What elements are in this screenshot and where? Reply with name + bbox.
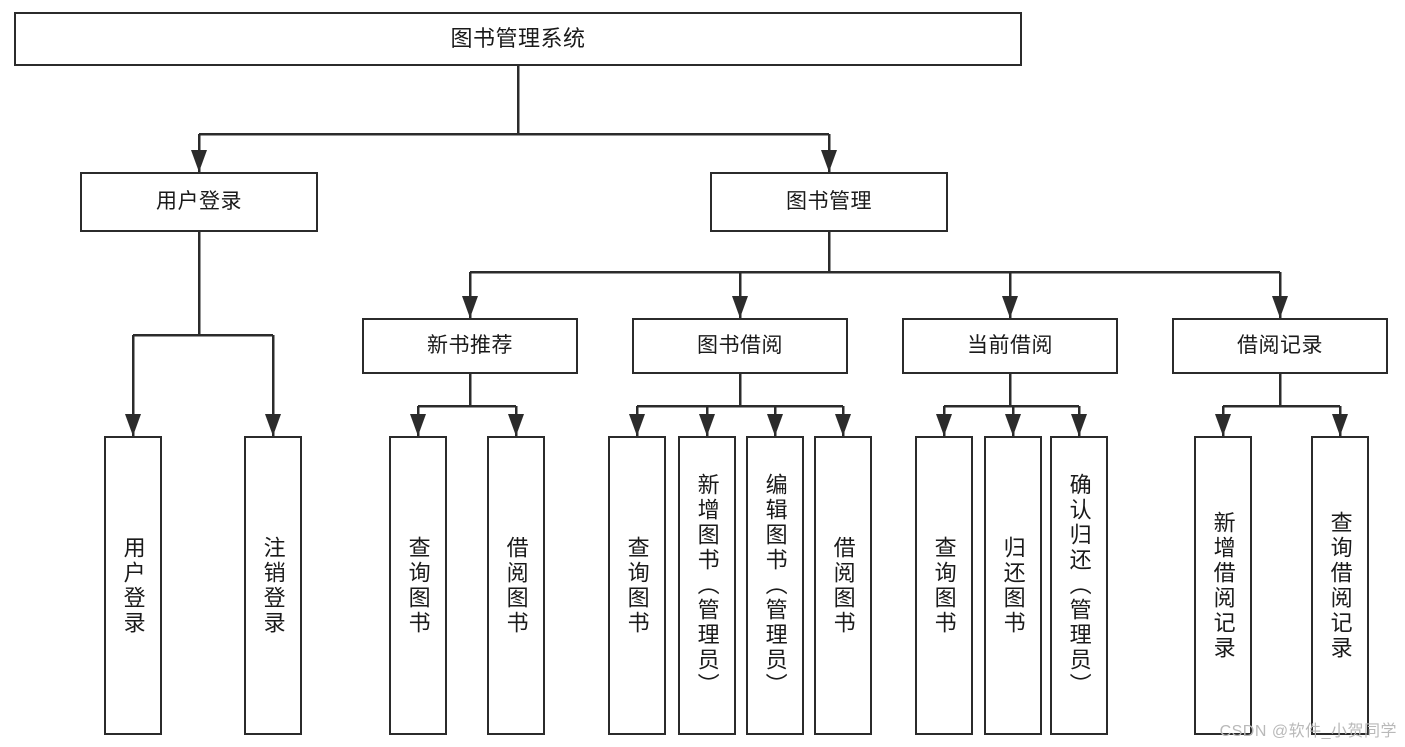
arrowhead-icon [410, 414, 426, 436]
arrowhead-icon [1002, 296, 1018, 318]
node-leaf-return-book[interactable]: 归还图书 [984, 436, 1042, 735]
node-leaf-confirm-return[interactable]: 确认归还（管理员） [1050, 436, 1108, 735]
node-leaf-logout[interactable]: 注销登录 [244, 436, 302, 735]
node-label: 查询图书 [405, 535, 431, 636]
node-new-book-rec[interactable]: 新书推荐 [362, 318, 578, 374]
node-label: 编辑图书（管理员） [762, 473, 788, 698]
node-label: 注销登录 [260, 535, 286, 636]
arrowhead-icon [1215, 414, 1231, 436]
node-book-manage[interactable]: 图书管理 [710, 172, 948, 232]
node-leaf-query-record[interactable]: 查询借阅记录 [1311, 436, 1369, 735]
arrowhead-icon [462, 296, 478, 318]
arrowhead-icon [732, 296, 748, 318]
arrowhead-icon [821, 150, 837, 172]
watermark-text: CSDN @软件_小贺同学 [1219, 723, 1397, 740]
arrowhead-icon [1332, 414, 1348, 436]
arrowhead-icon [191, 150, 207, 172]
node-user-login[interactable]: 用户登录 [80, 172, 318, 232]
arrowhead-icon [125, 414, 141, 436]
node-leaf-add-record[interactable]: 新增借阅记录 [1194, 436, 1252, 735]
node-label: 查询图书 [931, 535, 957, 636]
node-label: 图书管理系统 [450, 26, 586, 52]
node-label: 确认归还（管理员） [1066, 473, 1092, 698]
node-leaf-borrow-book-1[interactable]: 借阅图书 [487, 436, 545, 735]
arrowhead-icon [1005, 414, 1021, 436]
node-book-borrow[interactable]: 图书借阅 [632, 318, 848, 374]
node-leaf-query-book-1[interactable]: 查询图书 [389, 436, 447, 735]
node-label: 新增借阅记录 [1210, 510, 1236, 661]
arrowhead-icon [699, 414, 715, 436]
node-label: 当前借阅 [967, 333, 1053, 357]
node-label: 图书管理 [786, 189, 872, 213]
node-label: 新书推荐 [427, 333, 513, 357]
arrowhead-icon [835, 414, 851, 436]
node-leaf-edit-book[interactable]: 编辑图书（管理员） [746, 436, 804, 735]
arrowhead-icon [767, 414, 783, 436]
arrowhead-icon [1071, 414, 1087, 436]
arrowhead-icon [629, 414, 645, 436]
node-label: 借阅图书 [503, 535, 529, 636]
node-current-borrow[interactable]: 当前借阅 [902, 318, 1118, 374]
node-label: 新增图书（管理员） [694, 473, 720, 698]
node-leaf-user-login[interactable]: 用户登录 [104, 436, 162, 735]
node-label: 用户登录 [120, 535, 146, 636]
node-label: 借阅图书 [830, 535, 856, 636]
node-label: 归还图书 [1000, 535, 1026, 636]
node-borrow-record[interactable]: 借阅记录 [1172, 318, 1388, 374]
node-label: 查询借阅记录 [1327, 510, 1353, 661]
arrowhead-icon [265, 414, 281, 436]
arrowhead-icon [1272, 296, 1288, 318]
node-leaf-query-book-2[interactable]: 查询图书 [608, 436, 666, 735]
node-label: 查询图书 [624, 535, 650, 636]
node-label: 借阅记录 [1237, 333, 1323, 357]
node-root[interactable]: 图书管理系统 [14, 12, 1022, 66]
node-label: 用户登录 [156, 189, 242, 213]
node-leaf-query-book-3[interactable]: 查询图书 [915, 436, 973, 735]
arrowhead-icon [936, 414, 952, 436]
node-label: 图书借阅 [697, 333, 783, 357]
arrowhead-icon [508, 414, 524, 436]
node-leaf-borrow-book-2[interactable]: 借阅图书 [814, 436, 872, 735]
node-leaf-add-book[interactable]: 新增图书（管理员） [678, 436, 736, 735]
